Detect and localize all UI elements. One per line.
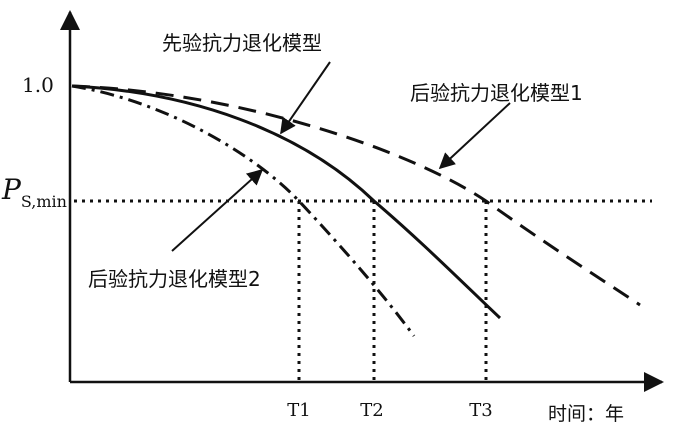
threshold-label: PS,min (1, 173, 67, 211)
series-posterior-model-1 (71, 84, 641, 307)
annotation-posterior-model-1: 后验抗力退化模型1 (410, 81, 583, 105)
x-tick-t2: T2 (360, 400, 383, 421)
series-prior-model (71, 84, 502, 320)
series-posterior-model-2 (71, 84, 416, 337)
x-tick-t3: T3 (469, 400, 492, 421)
annotation-prior-model: 先验抗力退化模型 (162, 31, 322, 55)
annotation-arrow-prior (280, 61, 331, 135)
annotation-arrow-posterior-2 (171, 168, 264, 252)
threshold-label-main: P (1, 173, 22, 206)
y-start-label: 1.0 (22, 73, 54, 97)
x-tick-t1: T1 (287, 400, 310, 421)
x-axis-label: 时间：年 (548, 403, 624, 425)
annotation-arrow-posterior-1 (438, 102, 511, 170)
threshold-label-sub: S,min (21, 192, 67, 211)
annotation-posterior-model-2: 后验抗力退化模型2 (88, 267, 261, 291)
